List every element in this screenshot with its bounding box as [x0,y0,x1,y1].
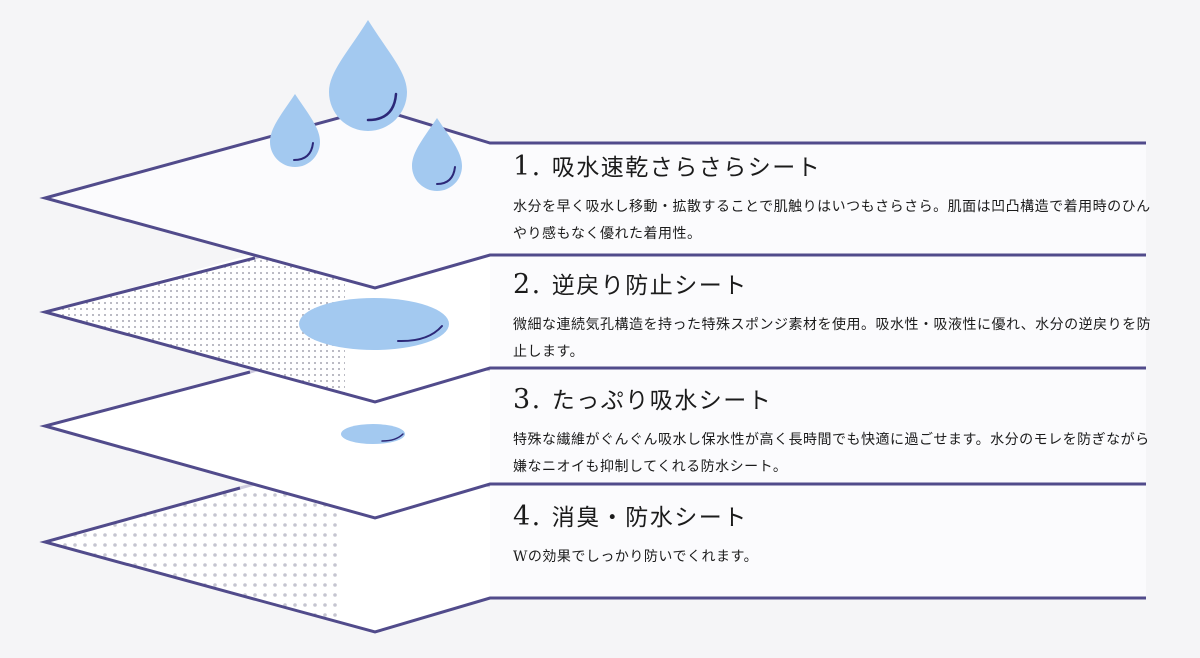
water-puddle-small-icon [341,424,405,444]
layer-4-description: Wの効果でしっかり防いでくれます。 [513,549,759,565]
layer-3-title-text: たっぷり吸水シート [551,388,773,414]
layer-2-title-text: 逆戻り防止シート [551,273,748,299]
layer-1-title-text: 吸水速乾さらさらシート [551,155,822,181]
layer-3-number: 3. [513,384,542,415]
layer-2-number: 2. [513,269,542,300]
layer-1-number: 1. [513,151,542,182]
layer-2-info: 2. 逆戻り防止シート 微細な連続気孔構造を持った特殊スポンジ素材を使用。吸水性・… [513,266,1153,366]
layer-3-info: 3. たっぷり吸水シート 特殊な繊維がぐんぐん吸水し保水性が高く長時間でも快適に過… [513,381,1153,481]
layer-1-sheet [39,106,1146,290]
water-drop-icon [412,118,462,191]
water-puddle-icon [299,298,449,350]
layer-1-info: 1. 吸水速乾さらさらシート 水分を早く吸水し移動・拡散することで肌触りはいつもさ… [513,148,1153,248]
layer-4-title: 4. 消臭・防水シート [513,498,1153,532]
layer-3-description: 特殊な繊維がぐんぐん吸水し保水性が高く長時間でも快適に過ごせます。水分のモレを防… [513,432,1150,475]
layer-2-title: 2. 逆戻り防止シート [513,266,1153,300]
info-panel [490,143,1146,599]
layer-4-number: 4. [513,501,542,532]
layer-2-description: 微細な連続気孔構造を持った特殊スポンジ素材を使用。吸水性・吸液性に優れ、水分の逆… [513,317,1152,360]
layer-4-front-edge [39,486,1146,634]
layer-4-info: 4. 消臭・防水シート Wの効果でしっかり防いでくれます。 [513,498,1153,571]
layer-3-front-edge [39,370,1146,520]
layer-1-edge [39,106,1146,290]
layer-4-title-text: 消臭・防水シート [551,505,748,531]
water-drop-icon [270,94,320,167]
layer-2-front-edge [39,256,1146,404]
layer-1-description: 水分を早く吸水し移動・拡散することで肌触りはいつもさらさら。肌面は凹凸構造で着用… [513,199,1151,242]
water-drop-icon [329,20,407,131]
layer-1-title: 1. 吸水速乾さらさらシート [513,148,1153,182]
layer-3-title: 3. たっぷり吸水シート [513,381,1153,415]
